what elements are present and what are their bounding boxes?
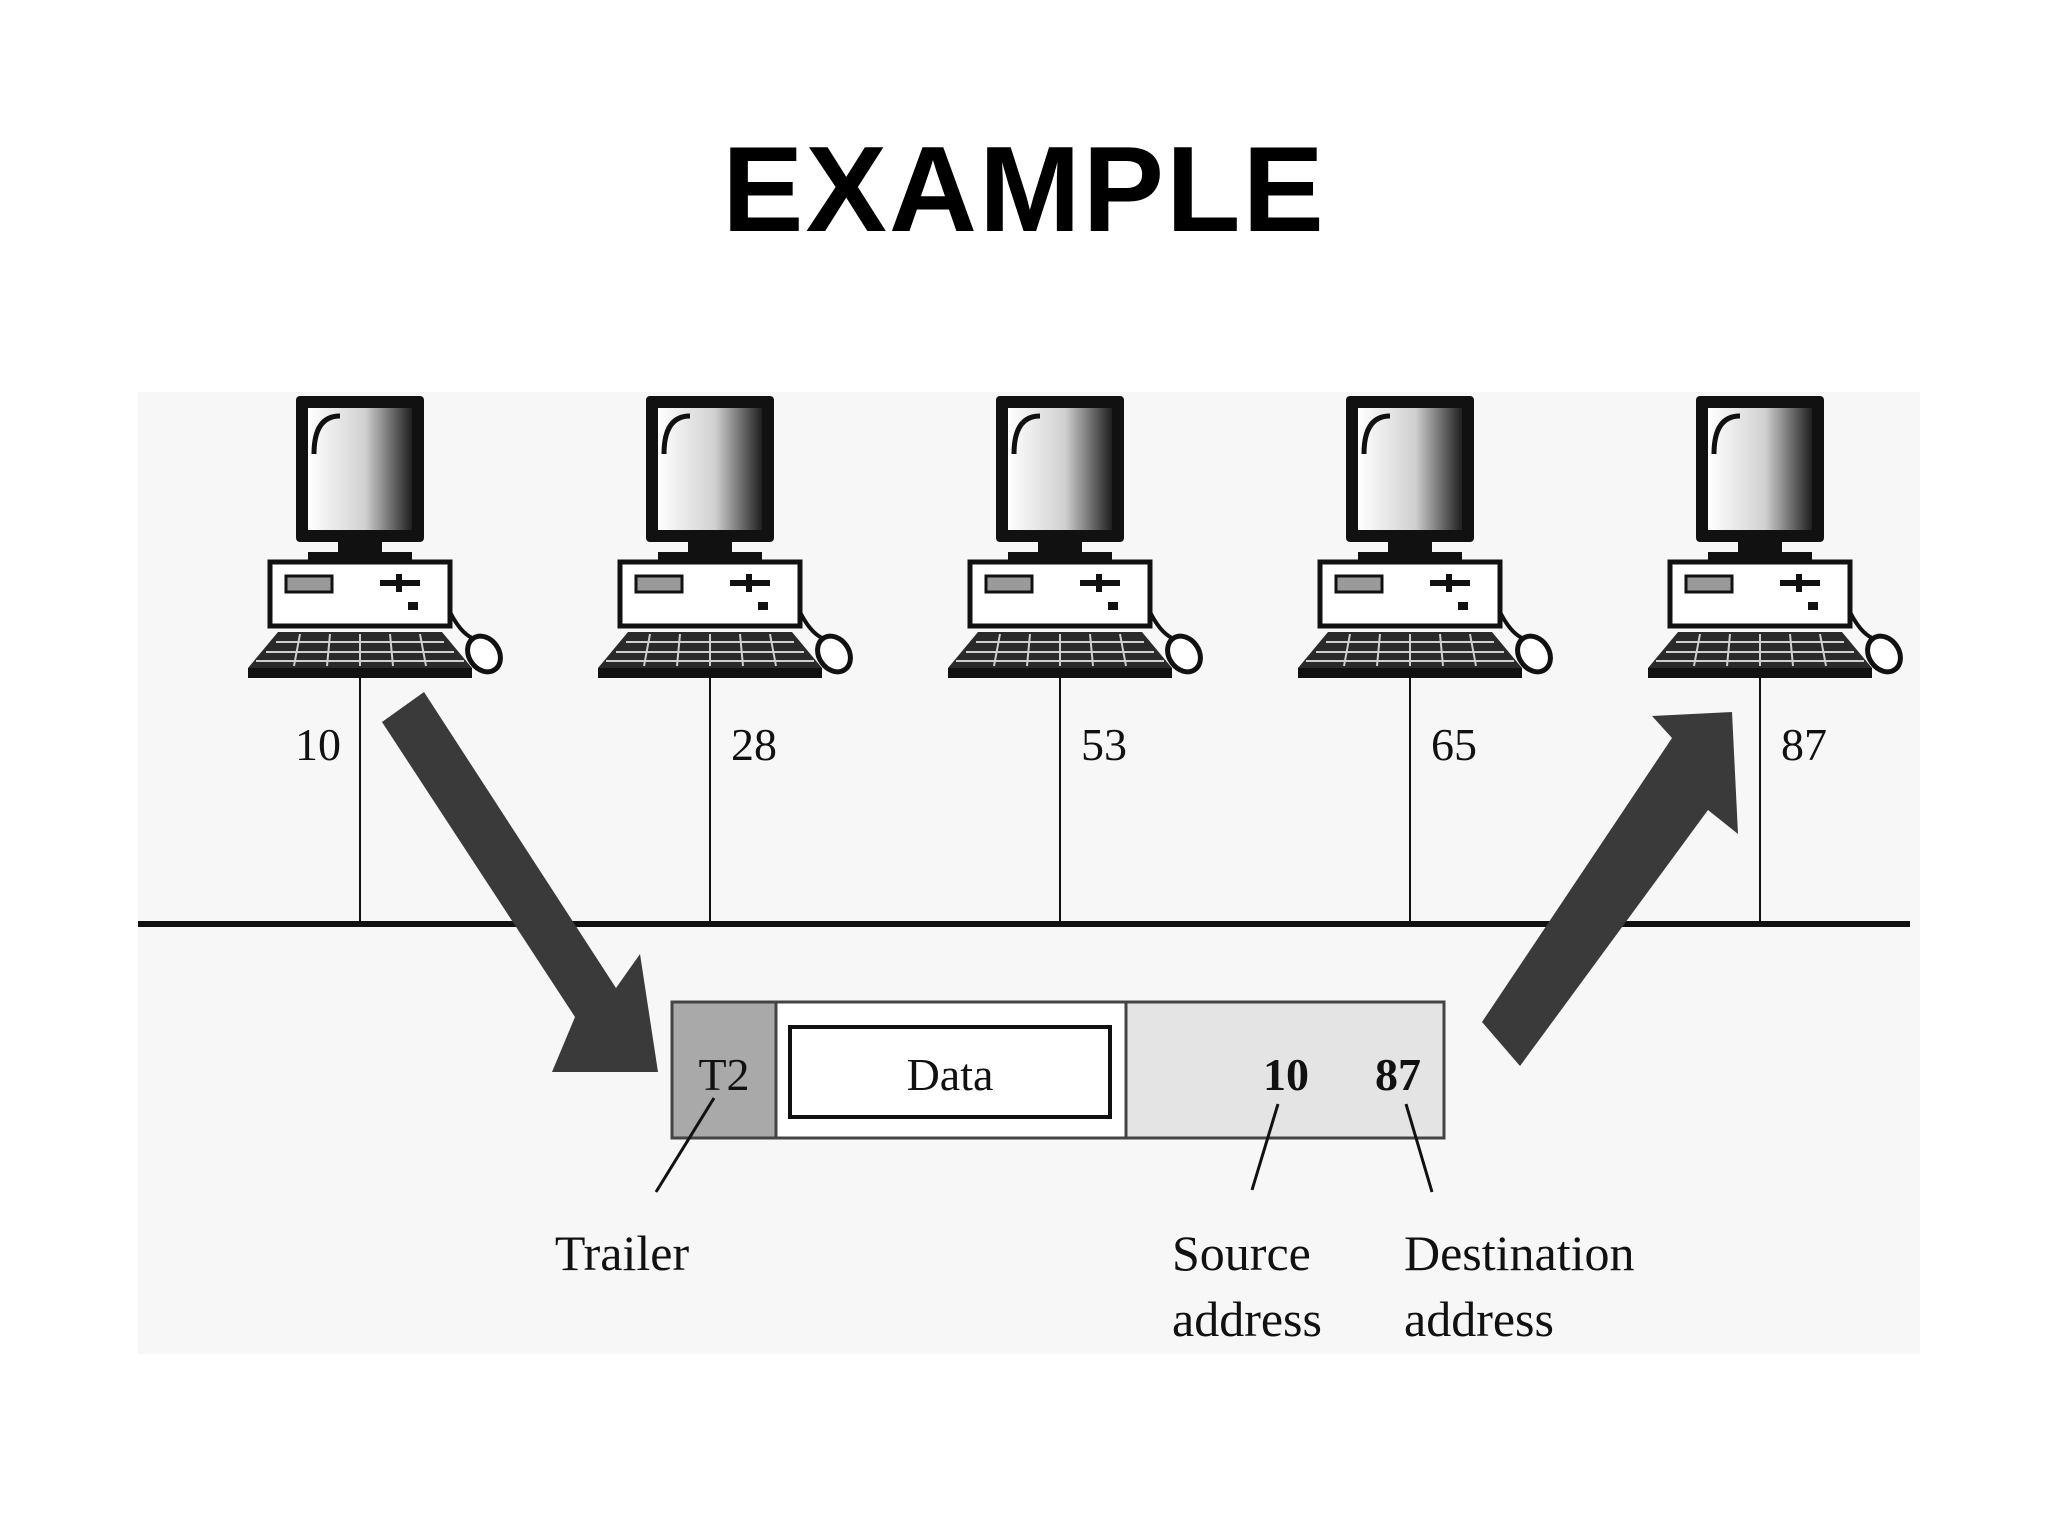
slide-title: EXAMPLE <box>722 121 1326 257</box>
header-field <box>1124 1000 1446 1140</box>
station-address-label: 65 <box>1431 719 1477 770</box>
station-65: 65 <box>1298 396 1557 924</box>
data-field-label: Data <box>907 1049 994 1100</box>
station-address-label: 87 <box>1781 719 1827 770</box>
send-arrow-icon <box>382 692 658 1072</box>
trailer-callout-line <box>654 1097 716 1193</box>
station-53: 53 <box>948 396 1207 924</box>
station-address-label: 53 <box>1081 719 1127 770</box>
destination-callout-label-line2: address <box>1404 1291 1554 1347</box>
destination-callout-label-line1: Destination <box>1404 1225 1635 1281</box>
data-field <box>788 1025 1112 1119</box>
station-address-label: 10 <box>295 719 341 770</box>
receive-arrow-icon <box>1482 712 1738 1066</box>
station-28: 28 <box>598 396 857 924</box>
frame: T2 Data 10 87 <box>670 1000 1446 1140</box>
source-callout-label-line2: address <box>1172 1291 1322 1347</box>
source-callout-label-line1: Source <box>1172 1225 1311 1281</box>
trailer-field-label: T2 <box>698 1049 749 1100</box>
destination-address-field: 87 <box>1375 1049 1421 1100</box>
station-address-label: 28 <box>731 719 777 770</box>
station-87: 87 <box>1648 396 1907 924</box>
trailer-callout-label: Trailer <box>555 1225 690 1281</box>
source-address-field: 10 <box>1263 1049 1309 1100</box>
station-10: 10 <box>248 396 507 924</box>
destination-callout-line <box>1404 1103 1434 1193</box>
source-callout-line <box>1250 1103 1280 1191</box>
trailer-field <box>670 1000 778 1140</box>
